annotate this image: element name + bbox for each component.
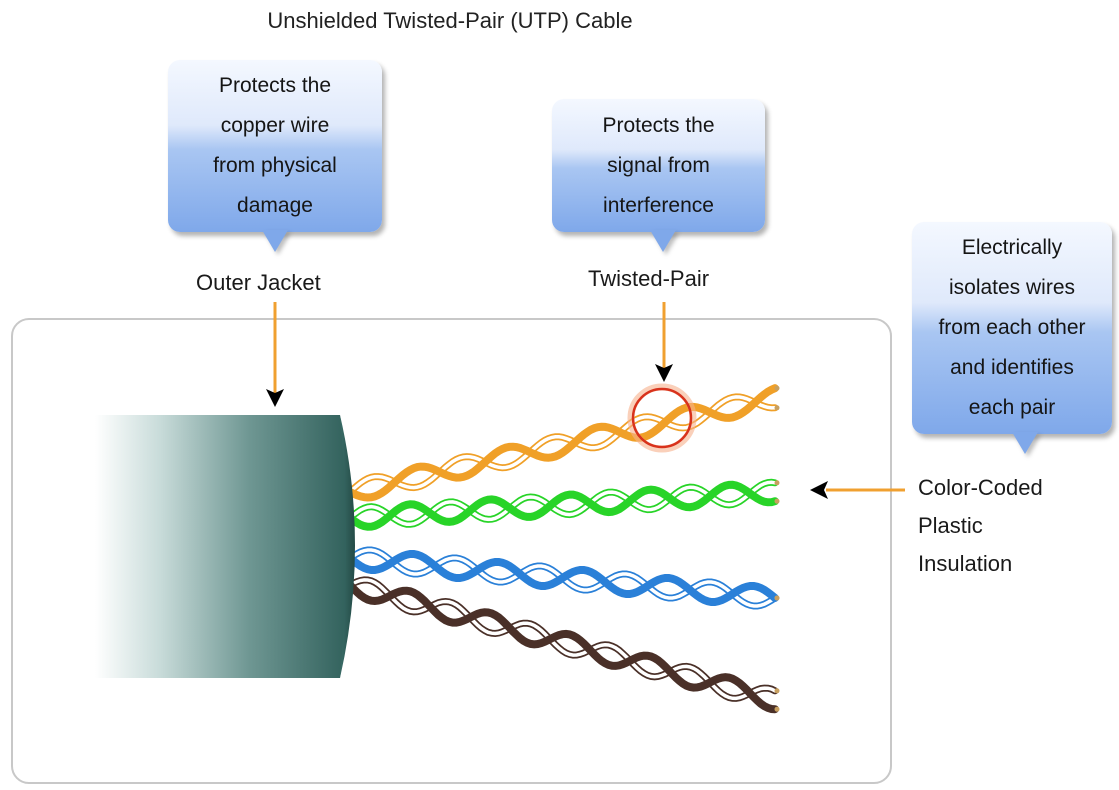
callout-outer-jacket: Protects the copper wire from physical d… bbox=[168, 60, 382, 232]
twisted-pairs bbox=[346, 384, 780, 714]
label-outer-jacket: Outer Jacket bbox=[196, 270, 321, 295]
wire-green-solid bbox=[346, 480, 779, 531]
callout-insulation-text: Electrically isolates wires from each ot… bbox=[938, 236, 1086, 419]
arrow-twist-head bbox=[655, 364, 673, 382]
wire-orange-white bbox=[348, 395, 777, 494]
callout-twisted-pair: Protects the signal from interference bbox=[552, 99, 765, 232]
wire-green-copper-tip-0 bbox=[774, 498, 780, 504]
diagram-title: Unshielded Twisted-Pair (UTP) Cable bbox=[267, 8, 633, 33]
wire-brown-copper-tip-0 bbox=[774, 706, 780, 712]
callout-twisted-pair-tail bbox=[650, 230, 676, 252]
arrow-jacket-head bbox=[266, 389, 284, 407]
wire-blue-solid bbox=[346, 550, 779, 606]
wire-brown-white bbox=[348, 578, 777, 701]
wire-pair-blue bbox=[346, 546, 780, 610]
callout-outer-jacket-tail bbox=[262, 230, 288, 252]
wire-orange-copper-tip-1 bbox=[774, 405, 780, 411]
wire-green-white bbox=[348, 480, 777, 527]
wire-orange-solid bbox=[346, 384, 779, 502]
wire-blue-copper-tip-1 bbox=[774, 595, 780, 601]
wire-brown-solid bbox=[346, 581, 779, 714]
label-color-coded-insulation: Color-Coded Plastic Insulation bbox=[918, 475, 1043, 576]
callout-twisted-pair-text: Protects the signal from interference bbox=[602, 113, 715, 217]
wire-orange-copper-tip-0 bbox=[774, 385, 780, 391]
wire-pair-green bbox=[346, 478, 780, 531]
callout-outer-jacket-text: Protects the copper wire from physical d… bbox=[213, 74, 337, 217]
callout-insulation-tail bbox=[1012, 432, 1038, 454]
outer-jacket-shape bbox=[95, 415, 355, 678]
wire-green-copper-tip-1 bbox=[774, 480, 780, 486]
pointer-arrows bbox=[266, 302, 905, 499]
wire-pair-brown bbox=[346, 576, 780, 714]
arrow-insulation-head bbox=[810, 481, 828, 499]
wire-brown-copper-tip-1 bbox=[774, 688, 780, 694]
wire-pair-orange bbox=[346, 384, 780, 502]
label-twisted-pair: Twisted-Pair bbox=[588, 266, 710, 291]
twist-highlight-circle bbox=[627, 383, 697, 453]
callout-insulation: Electrically isolates wires from each ot… bbox=[912, 222, 1112, 434]
